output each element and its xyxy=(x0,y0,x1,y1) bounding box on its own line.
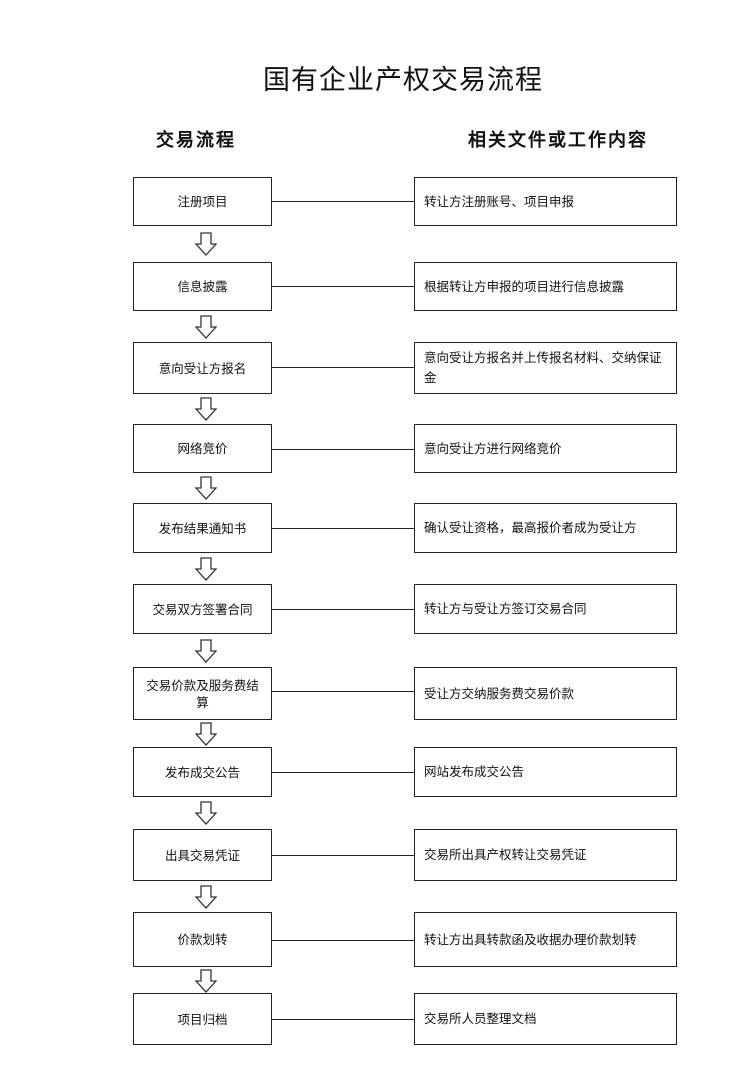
column-header-documents: 相关文件或工作内容 xyxy=(468,130,648,151)
process-step-box: 意向受让方报名 xyxy=(133,342,272,394)
step-description-box: 确认受让资格，最高报价者成为受让方 xyxy=(414,503,677,553)
connector-line xyxy=(272,286,414,287)
step-description-box: 根据转让方申报的项目进行信息披露 xyxy=(414,262,677,311)
step-description-box: 网站发布成交公告 xyxy=(414,747,677,797)
process-step-box: 网络竞价 xyxy=(133,424,272,473)
down-arrow-icon xyxy=(195,638,217,663)
down-arrow-icon xyxy=(195,232,217,256)
connector-line xyxy=(272,367,414,368)
process-step-box: 价款划转 xyxy=(133,912,272,967)
step-description-box: 转让方与受让方签订交易合同 xyxy=(414,584,677,634)
process-step-box: 出具交易凭证 xyxy=(133,829,272,881)
diagram-title: 国有企业产权交易流程 xyxy=(263,65,543,96)
down-arrow-icon xyxy=(195,884,217,909)
down-arrow-icon xyxy=(195,969,217,993)
connector-line xyxy=(272,528,414,529)
connector-line xyxy=(272,449,414,450)
connector-line xyxy=(272,772,414,773)
connector-line xyxy=(272,201,414,202)
step-description-box: 转让方出具转款函及收据办理价款划转 xyxy=(414,912,677,967)
step-description-box: 意向受让方进行网络竞价 xyxy=(414,424,677,473)
step-description-box: 受让方交纳服务费交易价款 xyxy=(414,667,677,720)
connector-line xyxy=(272,940,414,941)
process-step-box: 交易价款及服务费结算 xyxy=(133,667,272,720)
step-description-box: 交易所人员整理文档 xyxy=(414,993,677,1045)
connector-line xyxy=(272,609,414,610)
step-description-box: 转让方注册账号、项目申报 xyxy=(414,177,677,226)
process-step-box: 注册项目 xyxy=(133,177,272,226)
down-arrow-icon xyxy=(195,397,217,421)
down-arrow-icon xyxy=(195,801,217,825)
process-step-box: 发布结果通知书 xyxy=(133,503,272,553)
connector-line xyxy=(272,855,414,856)
down-arrow-icon xyxy=(195,722,217,746)
down-arrow-icon xyxy=(195,476,217,500)
process-step-box: 发布成交公告 xyxy=(133,747,272,797)
process-step-box: 信息披露 xyxy=(133,262,272,311)
column-header-process: 交易流程 xyxy=(156,130,236,151)
process-step-box: 项目归档 xyxy=(133,993,272,1045)
step-description-box: 意向受让方报名并上传报名材料、交纳保证金 xyxy=(414,342,677,394)
down-arrow-icon xyxy=(195,314,217,339)
connector-line xyxy=(272,691,414,692)
process-step-box: 交易双方签署合同 xyxy=(133,584,272,634)
step-description-box: 交易所出具产权转让交易凭证 xyxy=(414,829,677,881)
down-arrow-icon xyxy=(195,556,217,581)
connector-line xyxy=(272,1019,414,1020)
